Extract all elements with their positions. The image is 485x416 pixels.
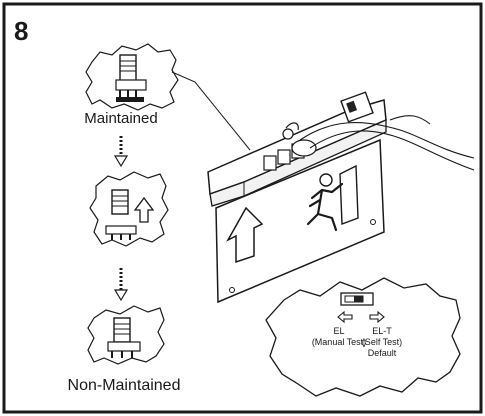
wire-2 (309, 130, 475, 171)
maintained-jumper-detail (85, 43, 179, 111)
sign-panel (215, 138, 385, 304)
el-sub-label: (Manual Test) (312, 337, 366, 347)
default-label: Default (368, 348, 397, 358)
non-maintained-label: Non-Maintained (68, 377, 181, 394)
switch-callout: EL (Manual Test) EL-T (Self Test) Defaul… (265, 277, 461, 397)
end-connector (340, 91, 374, 123)
left-arrow-icon (337, 310, 353, 324)
elt-sub-label: (Self Test) (362, 337, 402, 347)
battery-cell (291, 139, 317, 157)
jumper-removal-detail (89, 171, 169, 247)
switch-callout-outline (265, 277, 461, 397)
non-maintained-jumper-detail (87, 305, 165, 365)
jumper-cap-non-maintained (113, 317, 131, 343)
el-label: EL (333, 326, 344, 336)
jumper-cap-lifted (111, 189, 129, 215)
terminal-block (263, 155, 277, 171)
running-man-graphic (306, 164, 359, 232)
exit-sign-fixture (207, 91, 475, 304)
lift-arrow-icon (133, 196, 155, 223)
right-arrow-icon (369, 310, 385, 324)
leader-line (171, 71, 251, 151)
down-arrow-1 (113, 136, 129, 168)
step-number: 8 (14, 16, 28, 46)
elt-label: EL-T (372, 326, 392, 336)
down-arrow-2 (113, 268, 129, 302)
door-outline (339, 164, 359, 225)
up-arrow-graphic (226, 206, 264, 264)
slide-switch-knob (354, 296, 363, 302)
maintained-label: Maintained (84, 110, 157, 127)
wire-1 (299, 122, 475, 159)
jumper-cap-maintained (119, 54, 137, 82)
